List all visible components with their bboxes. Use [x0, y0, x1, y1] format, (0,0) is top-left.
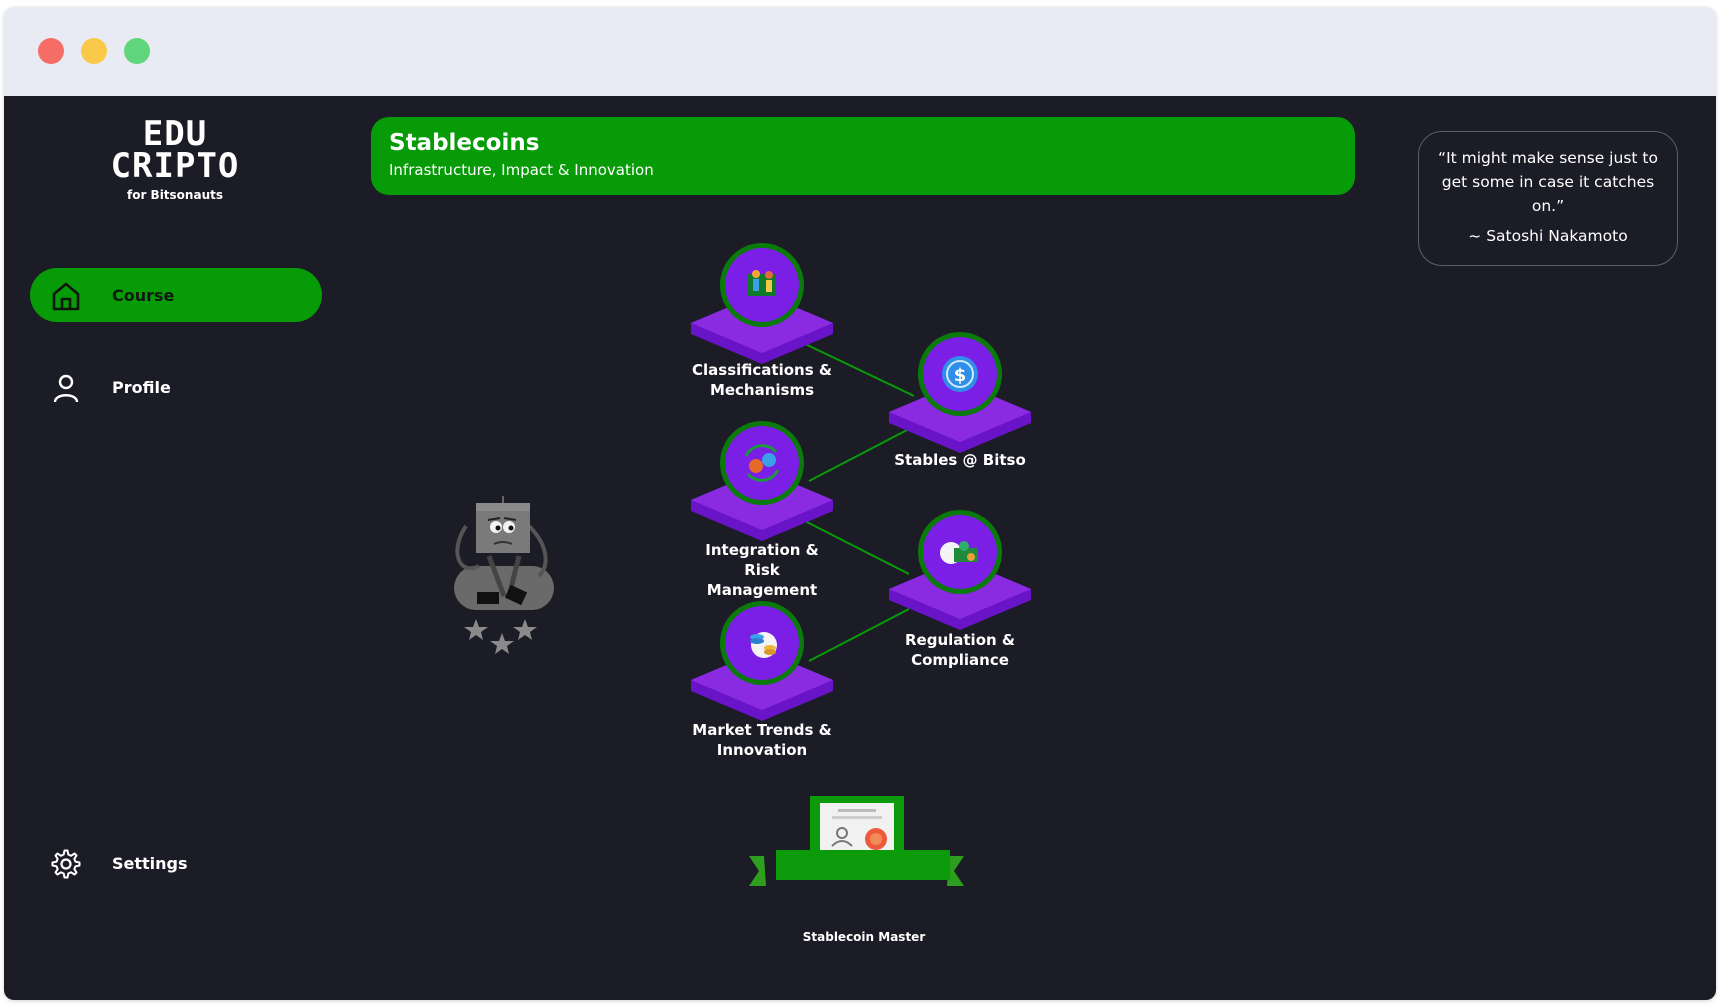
user-icon [53, 374, 79, 403]
logo[interactable]: EDU CRIPTO for Bitsonauts [4, 114, 346, 202]
logo-line2: CRIPTO [110, 146, 240, 186]
rating-stars [464, 619, 537, 654]
money-icon [940, 541, 978, 564]
gear-icon [51, 849, 81, 879]
lesson-node-market-trends[interactable] [691, 601, 833, 721]
lesson-node-regulation[interactable] [889, 510, 1031, 630]
nav-item-settings[interactable]: Settings [30, 836, 322, 890]
svg-text:$: $ [954, 365, 967, 386]
exchange-icon [744, 444, 780, 482]
lesson-label-integration-line3: Management [706, 581, 818, 599]
nav-item-course[interactable]: Course [30, 268, 322, 322]
nav-item-profile[interactable]: Profile [30, 360, 322, 414]
home-icon [52, 282, 80, 311]
quote-text: “It might make sense just to get some in… [1438, 149, 1658, 215]
coins-icon [750, 632, 777, 658]
lesson-node-integration[interactable] [691, 421, 833, 541]
title-bar [4, 7, 1716, 96]
lesson-label-integration-line1: Integration & [705, 541, 819, 559]
lesson-label-market-trends: Market Trends & Innovation [672, 720, 852, 760]
course-title: Stablecoins [389, 130, 540, 156]
people-icon [748, 270, 776, 296]
lesson-label-stables-bitso: Stables @ Bitso [870, 450, 1050, 470]
maximize-window-button[interactable] [124, 38, 150, 64]
certificate-badge[interactable] [749, 796, 964, 886]
lesson-label-integration: Integration & Risk Management [672, 540, 852, 600]
quote-author: ~ Satoshi Nakamoto [1468, 227, 1628, 245]
app-content: EDU CRIPTO for Bitsonauts Course Profile [4, 96, 1716, 1000]
thinking-mascot-icon [454, 496, 554, 610]
lesson-label-classifications: Classifications & Mechanisms [672, 360, 852, 400]
lesson-label-regulation-line1: Regulation & [904, 631, 1015, 649]
lesson-label-classifications-line1: Classifications & [692, 361, 832, 379]
quote-card: “It might make sense just to get some in… [1418, 131, 1678, 266]
lesson-label-integration-line2: Risk [744, 561, 780, 579]
course-subtitle: Infrastructure, Impact & Innovation [389, 161, 654, 179]
lesson-label-stables-bitso-line1: Stables @ Bitso [894, 451, 1026, 469]
lesson-label-regulation-line2: Compliance [911, 651, 1009, 669]
course-map: $ [454, 243, 1031, 886]
app-window: EDU CRIPTO for Bitsonauts Course Profile [4, 7, 1716, 1000]
lesson-label-market-trends-line1: Market Trends & [692, 721, 832, 739]
nav-item-course-label: Course [112, 285, 175, 305]
lesson-node-stables-bitso[interactable]: $ [889, 332, 1031, 453]
lesson-node-classifications[interactable] [691, 243, 833, 364]
lesson-label-classifications-line2: Mechanisms [709, 381, 815, 399]
logo-line1: EDU [142, 114, 208, 154]
lesson-label-regulation: Regulation & Compliance [870, 630, 1050, 670]
minimize-window-button[interactable] [81, 38, 107, 64]
path-connectors [798, 340, 915, 662]
course-header: Stablecoins Infrastructure, Impact & Inn… [371, 117, 1355, 195]
lesson-label-market-trends-line2: Innovation [716, 741, 808, 759]
certificate-label: Stablecoin Master [802, 930, 926, 944]
nav-item-profile-label: Profile [112, 377, 171, 397]
dollar-coin-icon: $ [942, 356, 978, 392]
logo-tagline: for Bitsonauts [126, 188, 223, 202]
nav-item-settings-label: Settings [112, 853, 188, 873]
close-window-button[interactable] [38, 38, 64, 64]
